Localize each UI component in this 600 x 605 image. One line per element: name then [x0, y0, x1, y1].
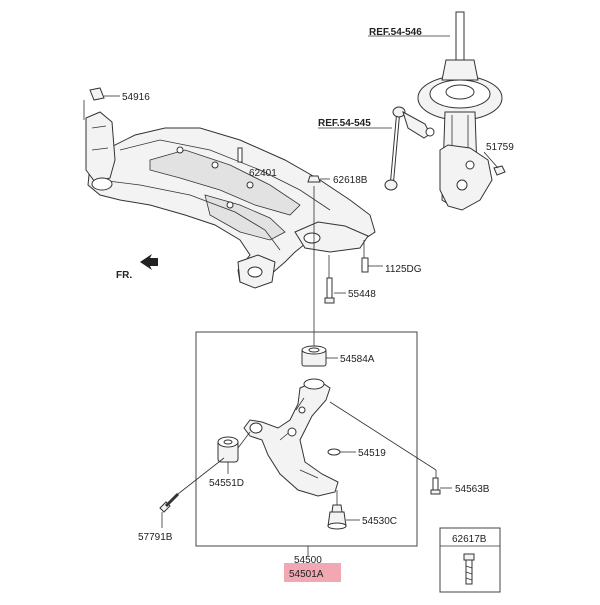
label-54584A: 54584A [340, 354, 375, 365]
part-54563B[interactable] [329, 401, 452, 495]
part-54916[interactable] [83, 87, 120, 120]
label-62617B: 62617B [452, 534, 487, 545]
label-fr: FR. [116, 270, 132, 281]
label-54551D: 54551D [209, 478, 244, 489]
part-54519[interactable] [327, 448, 356, 456]
label-55448: 55448 [348, 289, 376, 300]
part-62617B[interactable] [463, 553, 475, 585]
part-62617B-box [439, 527, 501, 593]
label-54519: 54519 [358, 448, 386, 459]
part-54584A[interactable] [301, 345, 338, 367]
part-62618B[interactable] [307, 175, 330, 183]
label-57791B: 57791B [138, 532, 173, 543]
highlight-54501A [284, 563, 341, 582]
part-1125DG[interactable] [361, 240, 383, 273]
front-arrow-icon [140, 254, 158, 270]
label-ref545: REF.54-545 [318, 118, 371, 129]
label-54530C: 54530C [362, 516, 397, 527]
stabilizer-link[interactable] [384, 106, 435, 191]
label-1125DG: 1125DG [385, 264, 422, 275]
label-54500: 54500 [294, 555, 322, 566]
label-62401: 62401 [249, 168, 277, 179]
part-57791B[interactable] [159, 457, 225, 528]
label-54916: 54916 [122, 92, 150, 103]
label-54501A: 54501A [289, 569, 324, 580]
lower-arm-box [195, 331, 418, 547]
part-54551D[interactable] [217, 431, 251, 474]
label-62618B: 62618B [333, 175, 368, 186]
part-51759[interactable] [483, 151, 506, 176]
part-55448[interactable] [324, 255, 346, 304]
label-ref546: REF.54-546 [369, 27, 422, 38]
lower-control-arm-54500[interactable] [243, 378, 339, 497]
label-51759: 51759 [486, 142, 514, 153]
strut-assembly[interactable] [417, 11, 503, 211]
part-54530C[interactable] [327, 490, 360, 530]
subframe-62401[interactable] [85, 111, 376, 289]
label-54563B: 54563B [455, 484, 490, 495]
